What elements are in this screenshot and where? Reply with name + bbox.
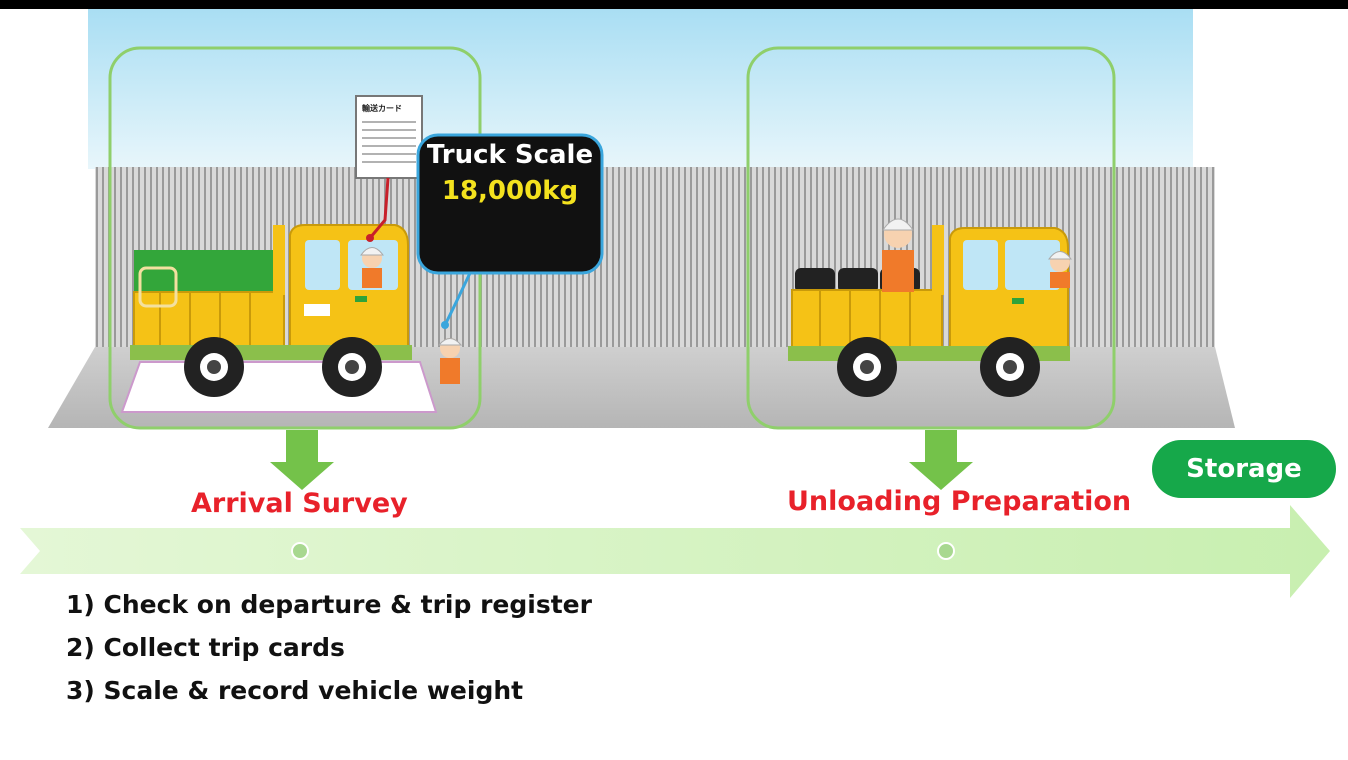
worker-icon bbox=[360, 247, 384, 288]
step-item: 1) Check on departure & trip register bbox=[66, 590, 592, 619]
truck-scale-weight: 18,000kg bbox=[441, 176, 579, 206]
timeline-arrow-icon bbox=[20, 505, 1330, 598]
worker-icon bbox=[1048, 251, 1072, 288]
document-icon bbox=[355, 95, 423, 179]
top-border bbox=[0, 0, 1348, 9]
truck-icon bbox=[130, 224, 412, 397]
sky-background bbox=[88, 9, 1193, 169]
stage-label-unloading: Unloading Preparation bbox=[787, 486, 1132, 517]
worker-icon bbox=[437, 338, 463, 384]
down-arrow-icon bbox=[270, 430, 334, 490]
timeline-node-arrival bbox=[291, 542, 309, 560]
step-item: 3) Scale & record vehicle weight bbox=[66, 676, 524, 705]
card-pointer bbox=[368, 177, 390, 239]
scale-platform bbox=[120, 361, 438, 413]
truck-scale-title: Truck Scale bbox=[426, 140, 594, 170]
down-arrow-icon bbox=[909, 430, 973, 490]
trip-card-title: 輸送カード bbox=[362, 104, 402, 113]
stage-label-arrival: Arrival Survey bbox=[191, 488, 408, 519]
storage-pill: Storage bbox=[1152, 440, 1336, 498]
truck-icon bbox=[788, 225, 1070, 397]
worker-icon bbox=[882, 218, 914, 292]
truck-scale-readout: Truck Scale 18,000kg bbox=[418, 140, 602, 206]
step-item: 2) Collect trip cards bbox=[66, 633, 345, 662]
timeline-node-unloading bbox=[937, 542, 955, 560]
step-list: 1) Check on departure & trip register 2)… bbox=[66, 588, 592, 717]
stage-frame-unloading bbox=[746, 46, 1116, 430]
truck-scale-bubble bbox=[416, 133, 604, 275]
